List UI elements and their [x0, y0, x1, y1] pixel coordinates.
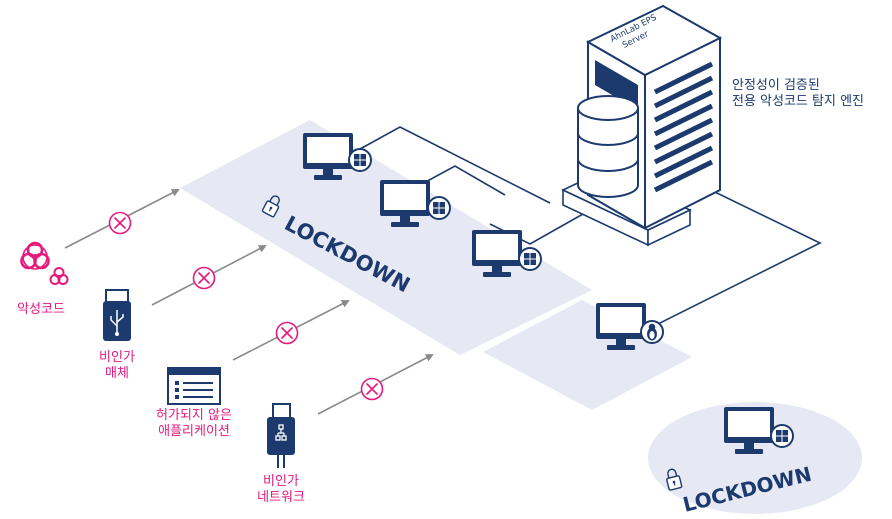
threat-label-malware: 악성코드	[0, 302, 82, 318]
threat-label-line1: 비인가	[263, 474, 299, 489]
lockdown-zone-isolated	[648, 402, 862, 514]
blocked-icon	[275, 321, 299, 345]
usb-drive-icon	[103, 289, 131, 341]
server-caption-line1: 안정성이 검증된	[732, 78, 820, 93]
server-caption-line2: 전용 악성코드 탐지 엔진	[732, 94, 864, 109]
network-adapter-icon	[267, 403, 295, 468]
threat-label-unauthorized-media: 비인가 매체	[77, 350, 157, 382]
windows-icon	[348, 148, 372, 172]
blocked-icon	[108, 211, 132, 235]
threat-label-line1: 허가되지 않은	[156, 408, 232, 423]
threat-label-line1: 악성코드	[17, 302, 65, 317]
blocked-icon	[192, 266, 216, 290]
lockdown-zone-main	[180, 120, 592, 355]
windows-icon	[427, 196, 451, 220]
blocked-icon	[360, 377, 384, 401]
windows-icon	[770, 424, 794, 448]
server-caption: 안정성이 검증된 전용 악성코드 탐지 엔진	[732, 78, 864, 110]
threat-label-line2: 네트워크	[257, 490, 305, 505]
threat-label-unauthorized-network: 비인가 네트워크	[241, 474, 321, 506]
lockdown-zone-isolated-strip	[483, 300, 692, 410]
application-window-icon	[167, 367, 221, 405]
linux-icon	[640, 320, 664, 344]
biohazard-icon	[20, 241, 69, 285]
threat-label-unauthorized-app: 허가되지 않은 애플리케이션	[144, 408, 244, 440]
threat-label-line1: 비인가	[99, 350, 135, 365]
database-icon	[577, 95, 639, 198]
threat-label-line2: 애플리케이션	[158, 424, 230, 439]
windows-icon	[518, 247, 542, 271]
network-lines	[359, 126, 822, 339]
endpoint-pc-4	[596, 303, 664, 350]
threat-label-line2: 매체	[105, 366, 129, 381]
